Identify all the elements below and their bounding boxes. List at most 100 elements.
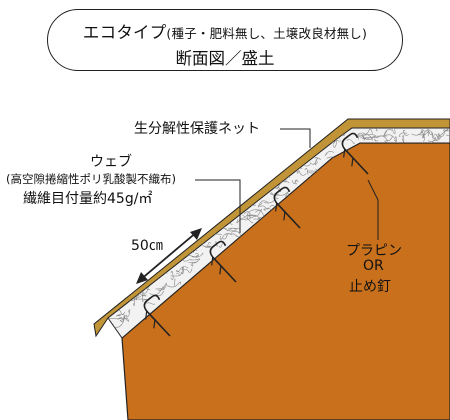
web-fiber (180, 268, 184, 274)
web-fiber (246, 214, 253, 220)
web-fiber (422, 130, 431, 139)
web-fiber (364, 137, 378, 139)
web-fiber (108, 325, 111, 334)
web-fiber (116, 314, 130, 322)
web-fiber (240, 217, 254, 224)
web-fiber (346, 139, 355, 144)
web-fiber (309, 157, 318, 165)
web-fiber (144, 302, 155, 305)
web-weight-label: 繊維目付量約45g/㎡ (23, 191, 153, 207)
web-fiber (260, 205, 270, 210)
web-fiber (221, 234, 228, 240)
web-fiber (383, 129, 394, 137)
web-fiber (170, 270, 174, 280)
pin-leader-line (367, 179, 379, 240)
web-fiber (157, 286, 165, 291)
web-fiber (242, 210, 249, 217)
web-fiber (134, 294, 140, 298)
web-fiber (398, 132, 408, 137)
web-fiber (166, 281, 181, 288)
pin-1 (143, 294, 171, 337)
web-fiber (202, 242, 212, 248)
web-fiber (355, 134, 365, 141)
web-fiber (275, 196, 279, 200)
pin-4 (341, 132, 369, 175)
web-fiber (170, 273, 181, 277)
web-fiber (291, 180, 299, 184)
title-main: エコタイプ (82, 23, 167, 42)
web-fiber (248, 209, 262, 214)
web-fiber (141, 293, 147, 297)
web-fiber (377, 135, 389, 143)
web-fiber (191, 255, 198, 259)
web-fiber (206, 242, 211, 248)
web-fiber (108, 318, 118, 321)
web-fiber (175, 266, 189, 273)
title-box: エコタイプ(種子・肥料無し、土壌改良材無し) 断面図／盛土 (47, 9, 403, 71)
web-fiber (189, 258, 201, 262)
web-fiber (155, 290, 165, 296)
web-fiber (284, 192, 289, 197)
web-fiber (427, 137, 437, 142)
web-fiber (253, 218, 261, 221)
web-fiber (431, 132, 440, 140)
pin-label-3: 止め釘 (349, 279, 391, 295)
web-fiber (226, 227, 237, 232)
pin-label-2: OR (363, 258, 384, 274)
pin-2 (209, 240, 237, 283)
web-fiber (182, 268, 193, 273)
web-fiber (445, 131, 450, 136)
web-title-label: ウェブ (90, 154, 132, 170)
web-fiber (442, 128, 449, 133)
web-fibers (108, 128, 450, 334)
web-fiber (362, 128, 373, 135)
web-fiber (422, 128, 430, 132)
web-fiber (204, 245, 211, 248)
web-fiber (296, 168, 307, 176)
web-fiber (443, 128, 450, 132)
web-fiber (374, 138, 379, 142)
web-fiber (125, 309, 131, 317)
web-fiber (132, 297, 135, 306)
web-fiber (438, 132, 445, 137)
web-fiber (257, 200, 269, 208)
web-fiber (181, 266, 185, 275)
web-fiber (149, 288, 162, 296)
web-fiber (324, 151, 335, 156)
web-fiber (141, 286, 150, 294)
web-fiber (225, 233, 238, 237)
web-fiber (188, 261, 199, 264)
web-fiber (270, 192, 280, 196)
web-layer (107, 127, 450, 339)
pin-label-1: プラピン (346, 243, 402, 259)
web-fiber (141, 294, 144, 303)
net-label: 生分解性保護ネット (134, 121, 260, 137)
web-fiber (137, 298, 148, 301)
web-fiber (375, 128, 378, 132)
web-fiber (362, 134, 374, 140)
web-fiber (411, 129, 424, 136)
net-leader-line (280, 128, 311, 148)
web-fiber (418, 131, 429, 137)
web-fiber (383, 134, 397, 142)
web-fiber (192, 253, 204, 258)
web-material-label: (高空隙捲縮性ポリ乳酸製不織布) (6, 172, 176, 186)
spacing-arrow (136, 228, 202, 284)
web-fiber (434, 133, 441, 140)
web-fiber (402, 135, 405, 143)
web-fiber (307, 168, 319, 172)
title-sub: (種子・肥料無し、土壌改良材無し) (166, 26, 368, 41)
web-fiber (231, 230, 241, 237)
web-fiber (314, 157, 321, 166)
web-fiber (263, 208, 266, 212)
web-leader-line (195, 179, 241, 233)
web-fiber (117, 310, 126, 315)
web-fiber (304, 168, 309, 175)
web-fiber (335, 138, 342, 142)
web-fiber (392, 128, 396, 134)
title-line-2: 断面図／盛土 (175, 49, 275, 68)
web-fiber (195, 253, 199, 257)
web-fiber (332, 140, 337, 148)
title-line-1: エコタイプ(種子・肥料無し、土壌改良材無し) (48, 19, 402, 43)
